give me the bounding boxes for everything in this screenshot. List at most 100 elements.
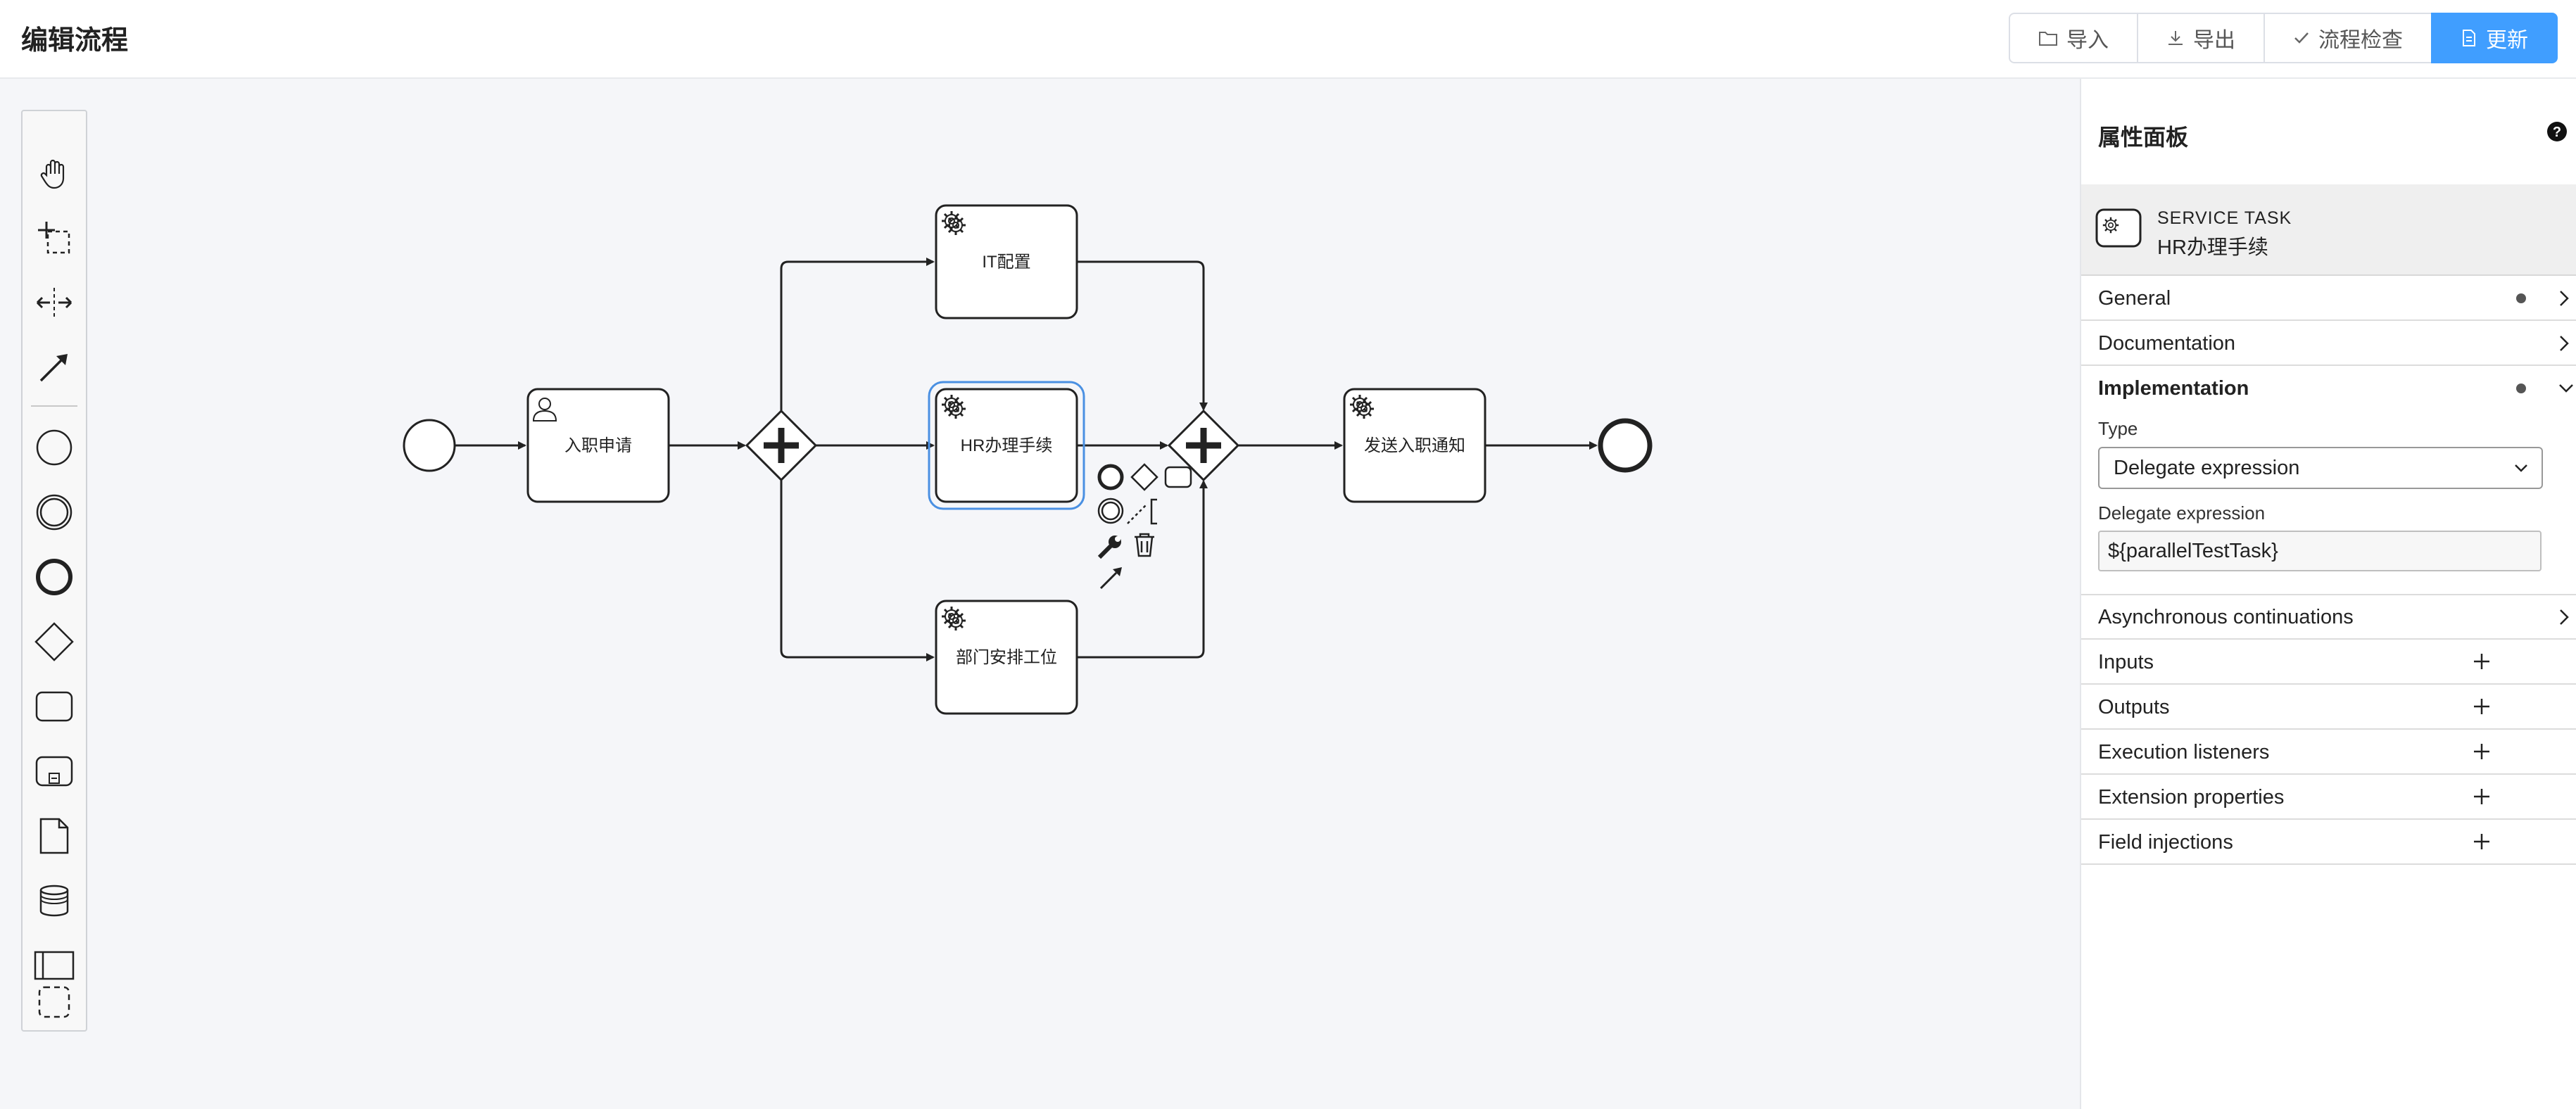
task-hr-label: HR办理手续 [961,436,1053,455]
group-field-injections[interactable]: Field injections [2081,820,2576,865]
properties-panel: 属性面板 ? SERVICE TASK HR办理手续 General Docum… [2080,79,2576,1109]
fork-gateway[interactable] [745,409,818,482]
data-object-icon[interactable] [23,808,86,864]
space-tool-icon[interactable] [23,274,86,331]
global-connect-icon[interactable] [23,339,86,395]
task-notify[interactable]: 发送入职通知 [1343,388,1486,503]
append-intermediate-event-icon[interactable] [1097,498,1124,524]
diagram-canvas[interactable]: 入职申请 IT配置 HR办理手续 [0,79,2080,1109]
group-execution-listeners[interactable]: Execution listeners [2081,730,2576,775]
connect-arrow-icon[interactable] [1099,567,1122,590]
group-inputs[interactable]: Inputs [2081,640,2576,685]
update-button[interactable]: 更新 [2431,13,2558,63]
group-general-label: General [2098,287,2171,310]
sequence-flows [455,258,1598,661]
import-label: 导入 [2066,29,2109,52]
lasso-tool-icon[interactable] [23,210,86,266]
start-event-icon[interactable] [23,419,86,476]
group-outputs[interactable]: Outputs [2081,685,2576,730]
start-event[interactable] [403,419,456,472]
chevron-right-icon [2560,291,2569,306]
chevron-right-icon [2560,609,2569,625]
check-button[interactable]: 流程检查 [2264,13,2432,63]
text-annotation-icon[interactable] [1127,498,1157,525]
export-button[interactable]: 导出 [2137,13,2265,63]
plus-icon[interactable] [2470,740,2494,763]
flow-it-join[interactable] [1077,260,1208,411]
flow-dept-join[interactable] [1077,480,1208,659]
properties-panel-title: 属性面板 [2098,125,2189,150]
group-inputs-label: Inputs [2098,651,2154,673]
update-label: 更新 [2486,29,2528,52]
end-event[interactable] [1598,418,1653,473]
plus-icon[interactable] [2470,830,2494,854]
selected-element-header: SERVICE TASK HR办理手续 [2081,184,2576,276]
group-async-label: Asynchronous continuations [2098,606,2354,628]
group-execution-listeners-label: Execution listeners [2098,741,2270,763]
chevron-right-icon [2560,336,2569,351]
task-apply[interactable]: 入职申请 [526,388,670,503]
task-apply-label: 入职申请 [564,436,632,455]
user-icon [532,398,557,422]
pool-icon[interactable] [23,937,86,994]
plus-icon[interactable] [2470,649,2494,673]
group-icon[interactable] [23,974,86,1030]
export-label: 导出 [2193,29,2235,52]
parallel-plus-icon [764,428,799,463]
gateway-icon[interactable] [23,614,86,670]
end-event-icon[interactable] [23,549,86,605]
data-store-icon[interactable] [23,873,86,929]
subprocess-icon[interactable] [23,743,86,799]
delegate-expression-input[interactable]: ${parallelTestTask} [2098,531,2542,571]
selected-element-type: SERVICE TASK [2157,208,2292,228]
check-icon [2294,32,2309,44]
task-dept-label: 部门安排工位 [956,648,1057,667]
service-task-icon [2095,208,2142,248]
chevron-down-icon[interactable] [2557,379,2575,398]
group-async[interactable]: Asynchronous continuations [2081,595,2576,640]
data-indicator-dot [2516,293,2526,303]
group-implementation: Implementation [2081,366,2576,595]
trash-icon[interactable] [1135,533,1154,557]
header-bar: 编辑流程 导入 导出 流程检查 更新 [0,0,2576,79]
chevron-down-icon [2515,464,2527,472]
download-icon [2168,31,2183,45]
group-documentation[interactable]: Documentation [2081,321,2576,366]
group-extension-properties[interactable]: Extension properties [2081,775,2576,820]
document-icon [2463,30,2475,46]
group-documentation-label: Documentation [2098,332,2236,355]
intermediate-event-icon[interactable] [23,484,86,540]
group-implementation-label[interactable]: Implementation [2098,377,2249,400]
help-icon[interactable]: ? [2546,121,2568,142]
task-notify-label: 发送入职通知 [1364,436,1465,455]
flow-fork-dept[interactable] [780,480,935,661]
task-icon[interactable] [23,678,86,735]
task-dept[interactable]: 部门安排工位 [935,600,1078,715]
plus-icon[interactable] [2470,785,2494,809]
group-extension-properties-label: Extension properties [2098,786,2285,809]
data-indicator-dot [2516,384,2526,393]
group-general[interactable]: General [2081,276,2576,321]
selected-element-name: HR办理手续 [2157,236,2268,259]
parallel-plus-icon [1186,428,1221,463]
page-title: 编辑流程 [21,26,129,56]
task-it[interactable]: IT配置 [935,204,1078,319]
plus-icon[interactable] [2470,695,2494,718]
wrench-icon[interactable] [1097,536,1121,559]
task-hr[interactable]: HR办理手续 [928,381,1085,510]
join-gateway[interactable] [1167,409,1240,482]
bpmn-diagram: 入职申请 IT配置 HR办理手续 [403,204,1653,715]
hand-tool-icon[interactable] [23,145,86,201]
group-outputs-label: Outputs [2098,696,2170,718]
import-button[interactable]: 导入 [2009,13,2138,63]
tool-palette [21,110,87,1032]
svg-text:?: ? [2553,125,2561,140]
append-task-icon[interactable] [1164,466,1192,488]
implementation-type-select[interactable]: Delegate expression [2098,447,2543,489]
type-field-label: Type [2098,418,2138,439]
append-gateway-icon[interactable] [1130,463,1158,491]
implementation-type-value: Delegate expression [2114,457,2300,479]
append-end-event-icon[interactable] [1097,464,1124,490]
flow-fork-it[interactable] [780,258,935,411]
group-field-injections-label: Field injections [2098,831,2233,854]
